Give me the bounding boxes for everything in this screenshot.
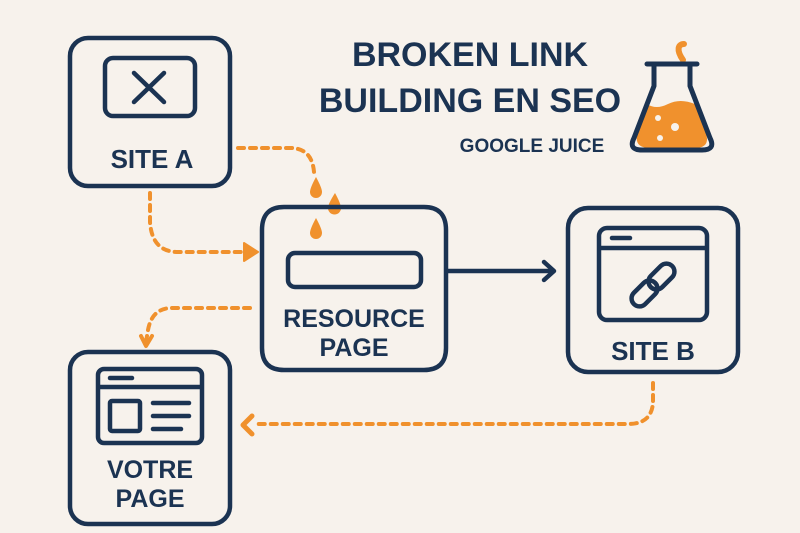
juice-drop-icon bbox=[310, 218, 322, 239]
title-line-2: BUILDING EN SEO bbox=[319, 82, 621, 120]
site-a-label: SITE A bbox=[111, 144, 194, 174]
node-resource-page: RESOURCE PAGE bbox=[259, 204, 449, 373]
votre-page-label-line-1: VOTRE bbox=[107, 456, 193, 484]
connector-site-a-to-resource-top bbox=[236, 146, 316, 174]
subtitle: GOOGLE JUICE bbox=[460, 136, 605, 157]
arrowhead-site-b-icon bbox=[541, 259, 557, 283]
title-block: BROKEN LINK BUILDING EN SEO GOOGLE JUICE bbox=[319, 36, 621, 157]
webpage-layout-icon bbox=[95, 366, 205, 446]
node-votre-page: VOTRE PAGE bbox=[67, 349, 233, 527]
resource-page-label-line-2: PAGE bbox=[320, 334, 389, 362]
title-line-1: BROKEN LINK bbox=[352, 36, 589, 74]
connector-resource-to-votre bbox=[144, 306, 252, 344]
flask-icon bbox=[629, 41, 715, 153]
node-site-b: SITE B bbox=[565, 205, 741, 375]
broken-x-icon bbox=[102, 55, 198, 119]
connectors bbox=[139, 146, 655, 437]
connector-site-a-to-resource-left bbox=[148, 191, 248, 254]
votre-page-label-line-2: PAGE bbox=[116, 485, 185, 513]
connector-site-b-to-votre bbox=[256, 381, 655, 426]
node-site-a: SITE A bbox=[67, 35, 233, 189]
juice-drop-icon bbox=[328, 193, 341, 215]
arrowhead-resource-left-icon bbox=[243, 242, 259, 262]
link-bar-icon bbox=[285, 250, 424, 290]
resource-page-label-line-1: RESOURCE bbox=[283, 305, 425, 333]
juice-drop-icon bbox=[310, 177, 322, 198]
arrowhead-votre-right-icon bbox=[240, 413, 255, 437]
site-b-label: SITE B bbox=[611, 336, 695, 366]
chain-link-icon bbox=[596, 225, 710, 323]
arrowhead-votre-top-icon bbox=[139, 334, 154, 348]
